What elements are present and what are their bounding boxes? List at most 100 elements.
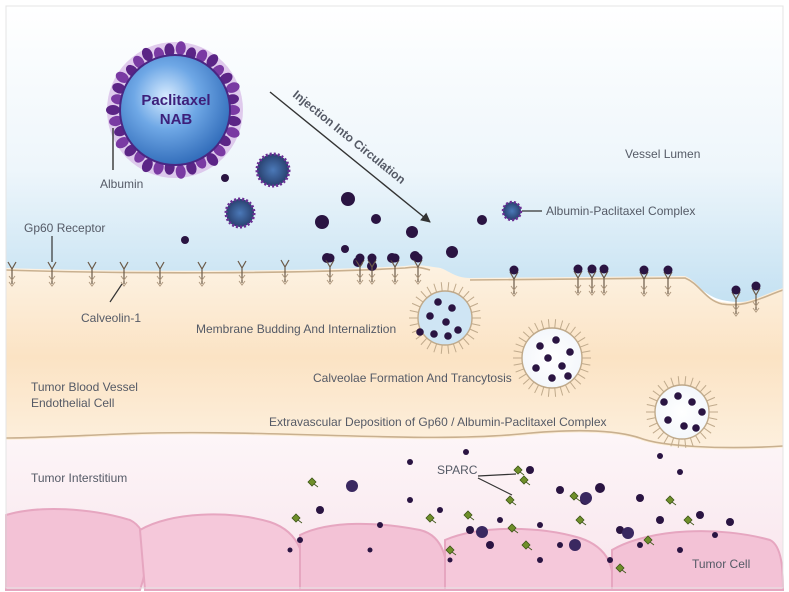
- caveola-bristle-icon: [579, 368, 589, 373]
- albumin-protein-icon: [206, 54, 219, 67]
- complex-particle-icon: [371, 214, 381, 224]
- caveola-bristle-icon: [684, 376, 687, 386]
- y-receptor-icon: [663, 271, 673, 294]
- caveola-bristle-icon: [706, 422, 716, 428]
- cargo-particle-icon: [660, 398, 668, 406]
- albumin-protein-icon: [175, 41, 186, 56]
- caveola-bristle-icon: [670, 437, 675, 447]
- y-receptor-icon: [509, 271, 519, 294]
- sparc-pointer-lower: [477, 477, 513, 496]
- tumor-cells: [5, 507, 785, 591]
- caveola-bristle-icon: [652, 427, 661, 434]
- caveola-bristle-icon: [657, 431, 665, 440]
- caveola-bristle-icon: [469, 328, 479, 334]
- complex-particle-icon: [181, 236, 189, 244]
- cargo-particle-icon: [536, 342, 544, 350]
- sparc-protein-icon: [307, 477, 319, 488]
- y-receptor-icon: [751, 287, 761, 310]
- caveola-bristle-icon: [515, 368, 525, 373]
- caveola-bristle-icon: [581, 350, 591, 353]
- caveola-bristle-icon: [564, 384, 570, 394]
- bound-complex-icon: [663, 265, 673, 275]
- bound-complex-icon: [639, 265, 649, 275]
- vessel-lumen-label: Vessel Lumen: [625, 147, 700, 161]
- y-receptor-icon: [390, 259, 400, 282]
- calveolin-icon: [356, 273, 364, 285]
- complex-label: Albumin-Paclitaxel Complex: [546, 204, 695, 218]
- nab-label-line2: NAB: [160, 111, 193, 128]
- caveola-bristle-icon: [469, 302, 479, 308]
- complex-particle-icon: [437, 507, 443, 513]
- caveola-bristle-icon: [695, 380, 701, 389]
- calveolin-label: Calveolin-1: [81, 311, 141, 325]
- complex-particle-icon: [537, 522, 543, 528]
- caveola-bristle-icon: [447, 282, 450, 292]
- albumin-protein-icon: [226, 82, 240, 93]
- interstitium-label: Tumor Interstitium: [31, 471, 127, 485]
- y-receptor-icon: [639, 271, 649, 294]
- cargo-particle-icon: [564, 372, 572, 380]
- y-receptor-icon: [280, 259, 290, 282]
- bound-complex-icon: [509, 265, 519, 275]
- cargo-particle-icon: [566, 348, 574, 356]
- caveola-bristle-icon: [411, 302, 421, 308]
- complex-particle-icon: [377, 522, 383, 528]
- cargo-particle-icon: [688, 398, 696, 406]
- complex-particle-icon: [407, 459, 413, 465]
- small-nab-particle: [501, 200, 523, 222]
- caveola-bristle-icon: [466, 333, 475, 340]
- cargo-particle-icon: [416, 328, 424, 336]
- caveola-bristle-icon: [528, 326, 535, 335]
- caveola-bristle-icon: [569, 381, 576, 390]
- calveolae-formation-label: Calveolae Formation And Trancytosis: [313, 371, 512, 385]
- y-receptor-icon: [119, 261, 129, 284]
- tumor-cell-shape: [5, 507, 148, 591]
- sparc-protein-icon: [519, 475, 531, 486]
- caveola-bristle-icon: [466, 296, 475, 303]
- cargo-particle-icon: [698, 408, 706, 416]
- calveolin-icon: [640, 285, 648, 297]
- calveolin-icon: [156, 275, 164, 287]
- albumin-protein-icon: [175, 164, 186, 179]
- deposition-label: Extravascular Deposition of Gp60 / Album…: [269, 415, 607, 429]
- albumin-protein-icon: [141, 47, 153, 62]
- complex-particle-icon: [726, 518, 734, 526]
- caveola-bristle-icon: [513, 350, 523, 353]
- cargo-particle-icon: [454, 326, 462, 334]
- calveolin-icon: [120, 275, 128, 287]
- cargo-particle-icon: [558, 362, 566, 370]
- caveola-bristle-icon: [695, 435, 701, 444]
- complex-cluster-icon: [346, 480, 358, 492]
- sparc-protein-icon: [683, 515, 695, 526]
- albumin-protein-icon: [115, 71, 129, 83]
- caveola-bristle-icon: [646, 417, 656, 420]
- calveolin-icon: [88, 275, 96, 287]
- caveola-bristle-icon: [699, 384, 707, 393]
- bound-complex-icon: [325, 253, 335, 263]
- calveolin-icon: [198, 275, 206, 287]
- paclitaxel-nab-particle: Paclitaxel NAB: [106, 41, 243, 179]
- caveola-bristle-icon: [708, 404, 718, 407]
- complex-particle-icon: [287, 547, 293, 553]
- caveola-bristle-icon: [534, 384, 540, 394]
- sparc-protein-icon: [507, 523, 519, 534]
- caveola-bristle-icon: [433, 283, 438, 293]
- y-receptor-icon: [325, 259, 335, 282]
- cargo-particle-icon: [680, 422, 688, 430]
- caveola-bristle-icon: [703, 390, 712, 397]
- sparc-protein-icon: [445, 545, 457, 556]
- cargo-particle-icon: [552, 336, 560, 344]
- complex-particle-icon: [656, 516, 664, 524]
- albumin-protein-icon: [227, 115, 241, 127]
- calveolin-icon: [574, 284, 582, 296]
- caveola-bristle-icon: [426, 341, 432, 350]
- calveolin-icon: [391, 273, 399, 285]
- caveola-bristle-icon: [440, 344, 443, 354]
- caveola-bristle-icon: [648, 396, 658, 402]
- cargo-particle-icon: [448, 304, 456, 312]
- y-receptor-icon: [7, 261, 17, 284]
- tumor-cell-shape: [138, 513, 305, 591]
- caveola-bristle-icon: [577, 373, 586, 379]
- sparc-protein-icon: [513, 465, 525, 476]
- bound-complex-icon: [573, 264, 583, 274]
